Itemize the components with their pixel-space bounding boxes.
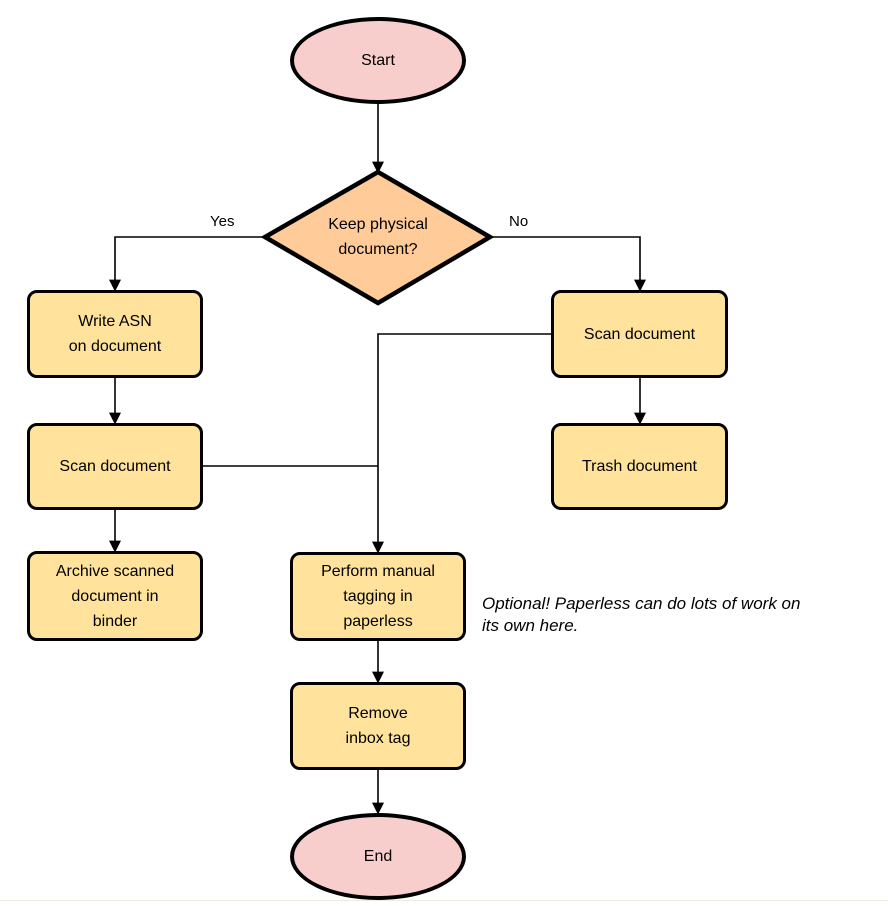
node-end: End <box>290 813 466 900</box>
node-start-label: Start <box>361 52 395 69</box>
page-bottom-divider <box>0 900 888 901</box>
archive-line-3: binder <box>92 612 138 630</box>
edge-decision-no-to-scan-right <box>490 236 646 292</box>
edge-label-no: No <box>509 213 529 230</box>
write-asn-line-2: on document <box>68 338 162 355</box>
scan-right-label: Scan document <box>583 325 696 343</box>
annotation-line-2: its own here. <box>482 616 579 635</box>
edge-decision-yes-to-write-asn <box>109 236 265 292</box>
annotation-optional-note: Optional! Paperless can do lots of work … <box>482 593 888 637</box>
node-end-label: End <box>363 848 393 865</box>
remove-inbox-line-1: Remove <box>348 705 408 722</box>
write-asn-line-1: Write ASN <box>78 313 152 330</box>
node-archive-scanned: Archive scanned document in binder <box>27 551 203 641</box>
archive-line-2: document in <box>71 587 159 605</box>
edge-scan-right-to-tagging <box>372 333 551 554</box>
archive-line-1: Archive scanned <box>55 562 175 580</box>
node-perform-tagging: Perform manual tagging in paperless <box>290 552 466 641</box>
remove-inbox-line-2: inbox tag <box>345 730 411 747</box>
decision-line-2: document? <box>338 241 418 258</box>
node-decision-label: Keep physical document? <box>288 212 468 262</box>
node-scan-document-left: Scan document <box>27 423 203 510</box>
annotation-line-1: Optional! Paperless can do lots of work … <box>482 594 801 613</box>
tagging-line-3: paperless <box>343 613 413 630</box>
decision-diamond-shape <box>260 169 495 306</box>
node-write-asn: Write ASN on document <box>27 290 203 378</box>
decision-line-1: Keep physical <box>328 216 428 233</box>
scan-left-label: Scan document <box>59 458 171 475</box>
trash-label: Trash document <box>581 458 697 475</box>
tagging-line-1: Perform manual <box>321 563 435 580</box>
node-scan-document-right: Scan document <box>551 290 728 378</box>
node-trash-document: Trash document <box>551 423 728 510</box>
node-start: Start <box>290 17 466 104</box>
tagging-line-2: tagging in <box>343 588 413 605</box>
node-remove-inbox-tag: Remove inbox tag <box>290 682 466 770</box>
edge-label-yes: Yes <box>210 213 235 230</box>
